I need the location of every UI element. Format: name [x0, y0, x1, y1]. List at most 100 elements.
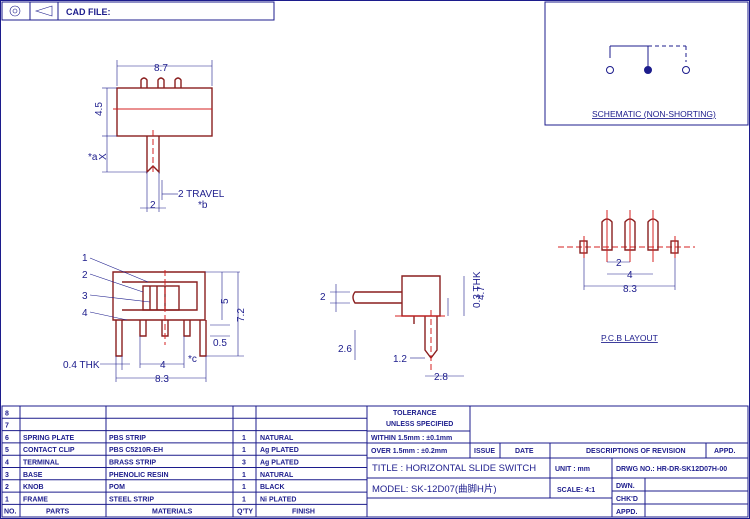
dim-knob-width: 2 [150, 200, 156, 211]
dim-47: 4.7 [476, 286, 487, 300]
descriptions-label: DESCRIPTIONS OF REVISION [586, 448, 686, 455]
dim-03thk: 0.3 THK [472, 271, 483, 308]
dim-a: *a [88, 152, 98, 163]
bom-cell-qty: 1 [242, 447, 246, 454]
bom-header-parts: PARTS [46, 509, 70, 516]
schematic-terminal-left [606, 66, 614, 74]
projection-symbol-icon [9, 5, 53, 17]
chkd-label: CHK'D [616, 496, 638, 503]
bom-header-no: NO. [4, 509, 17, 516]
bom-cell-parts: CONTACT CLIP [23, 447, 75, 454]
within-label: WITHIN 1.5mm : ±0.1mm [371, 435, 452, 442]
dim-12: 1.2 [393, 354, 407, 365]
bom-header-finish: FINISH [292, 509, 315, 516]
bom-cell-materials: STEEL STRIP [109, 496, 154, 503]
bom-cell-materials: PHENOLIC RESIN [109, 472, 169, 479]
bom-cell-finish: Ni PLATED [260, 496, 296, 503]
bom-cell-no: 8 [5, 410, 9, 417]
unless-label: UNLESS SPECIFIED [386, 421, 453, 428]
front-view-knob [142, 285, 180, 311]
bom-cell-finish: NATURAL [260, 435, 294, 442]
bom-cell-materials: PBS C5210R-EH [109, 447, 163, 454]
dim-x: X [98, 153, 109, 160]
appd2-label: APPD. [616, 509, 637, 516]
bom-cell-parts: BASE [23, 472, 43, 479]
bom-cell-finish: Ag PLATED [260, 447, 299, 454]
cad-file-header: CAD FILE: [1, 1, 275, 21]
bom-cell-materials: PBS STRIP [109, 435, 146, 442]
dim-pcb-total: 8.3 [623, 284, 637, 295]
top-view: 8.7 4.5 *a X 2 2 TRAVEL *b [88, 60, 225, 212]
drwg-label: DRWG NO.: HR-DR-SK12D07H-00 [616, 466, 727, 473]
bom-cell-qty: 1 [242, 435, 246, 442]
title-block: TOLERANCE UNLESS SPECIFIED WITHIN 1.5mm … [366, 405, 749, 518]
bom-cell-no: 4 [5, 460, 9, 467]
dim-travel: 2 TRAVEL [178, 189, 225, 200]
date-label: DATE [515, 448, 534, 455]
bom-cell-no: 7 [5, 423, 9, 430]
pcb-slot-2 [624, 218, 636, 251]
front-view-frame [112, 271, 206, 321]
schematic-label: SCHEMATIC (NON-SHORTING) [592, 109, 716, 119]
bom-cell-parts: TERMINAL [23, 460, 60, 467]
bom-header-materials: MATERIALS [152, 509, 193, 516]
bom-cell-no: 3 [5, 472, 9, 479]
dim-28: 2.8 [434, 372, 448, 383]
dim-c: *c [188, 354, 197, 365]
dim-5: 5 [220, 298, 231, 304]
dim-side-2: 2 [320, 292, 326, 303]
schematic-panel: SCHEMATIC (NON-SHORTING) [544, 1, 749, 126]
bom-cell-parts: SPRING PLATE [23, 435, 75, 442]
cad-file-label: CAD FILE: [66, 7, 111, 17]
pcb-label: P.C.B LAYOUT [601, 333, 658, 343]
tolerance-label: TOLERANCE [393, 410, 437, 417]
bom-cell-qty: 1 [242, 484, 246, 491]
callout-2: 2 [82, 270, 88, 281]
dim-72: 7.2 [236, 308, 247, 322]
dim-front-pitch: 4 [160, 360, 166, 371]
bom-cell-no: 2 [5, 484, 9, 491]
unit-label: UNIT : mm [555, 466, 590, 473]
issue-label: ISSUE [474, 448, 495, 455]
pcb-slot-3 [647, 218, 659, 251]
front-view: 1 2 3 4 0.4 THK 4 *c 8.3 0.5 5 7.2 [63, 253, 247, 385]
bom-header-qty: Q'TY [237, 509, 253, 516]
dwn-label: DWN. [616, 483, 635, 490]
dim-pcb-pitch: 2 [616, 258, 622, 269]
side-view-knob [352, 291, 402, 304]
schematic-terminal-right [682, 66, 690, 74]
side-view: 2 0.3 THK 4.7 2.6 1.2 2.8 [320, 271, 487, 383]
bom-cell-materials: POM [109, 484, 125, 491]
side-view-body [401, 275, 441, 317]
callout-4: 4 [82, 308, 88, 319]
top-view-body [116, 87, 213, 137]
bom-cell-no: 1 [5, 496, 9, 503]
dim-b: *b [198, 200, 208, 211]
callout-1: 1 [82, 253, 88, 264]
pcb-layout: 2 4 8.3 P.C.B LAYOUT [558, 210, 695, 343]
over-label: OVER 1.5mm : ±0.2mm [371, 448, 447, 455]
schematic-terminal-common [644, 66, 652, 74]
callout-3: 3 [82, 291, 88, 302]
bom-cell-qty: 1 [242, 496, 246, 503]
bom-cell-finish: NATURAL [260, 472, 294, 479]
dim-26: 2.6 [338, 344, 352, 355]
dim-top-width: 8.7 [154, 63, 168, 74]
pcb-slot-1 [601, 218, 613, 251]
dim-thk: 0.4 THK [63, 360, 100, 371]
appd-label: APPD. [714, 448, 735, 455]
scale-label: SCALE: 4:1 [557, 487, 595, 494]
bom-cell-no: 6 [5, 435, 9, 442]
dim-front-total: 8.3 [155, 374, 169, 385]
bom-cell-materials: BRASS STRIP [109, 460, 156, 467]
title-text: TITLE : HORIZONTAL SLIDE SWITCH [372, 463, 536, 474]
bom-cell-qty: 1 [242, 472, 246, 479]
bom-cell-finish: Ag PLATED [260, 460, 299, 467]
bom-cell-parts: KNOB [23, 484, 44, 491]
model-text: MODEL: SK-12D07(曲脚H片) [372, 483, 497, 495]
bom-cell-parts: FRAME [23, 496, 48, 503]
bom-cell-finish: BLACK [260, 484, 285, 491]
